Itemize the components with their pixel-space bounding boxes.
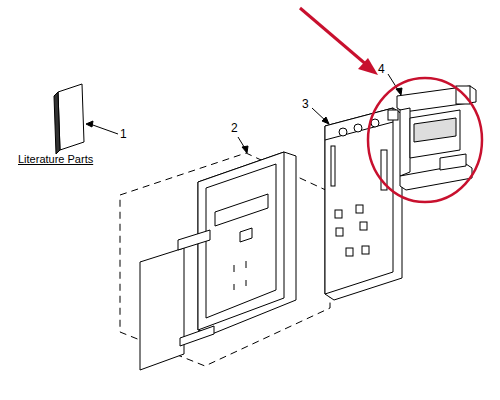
booklet-spine — [54, 92, 60, 154]
callout-number: 3 — [302, 97, 309, 111]
callout-number: 4 — [378, 62, 385, 76]
membrane-overlay — [140, 248, 184, 370]
callout-number: 1 — [120, 127, 127, 141]
leader-line — [90, 124, 118, 134]
caption-label: Literature Parts — [18, 152, 93, 166]
control-board — [325, 108, 402, 300]
highlight-circle — [368, 78, 482, 202]
bracket-base — [400, 164, 472, 190]
highlight-arrow — [300, 8, 368, 66]
bracket-plate — [410, 110, 460, 158]
trim-strip — [180, 326, 214, 346]
control-panel — [198, 152, 296, 334]
arrow-head — [358, 58, 378, 75]
callout-number: 2 — [231, 121, 238, 135]
literature-booklet — [58, 84, 84, 150]
window-strip — [178, 230, 210, 250]
